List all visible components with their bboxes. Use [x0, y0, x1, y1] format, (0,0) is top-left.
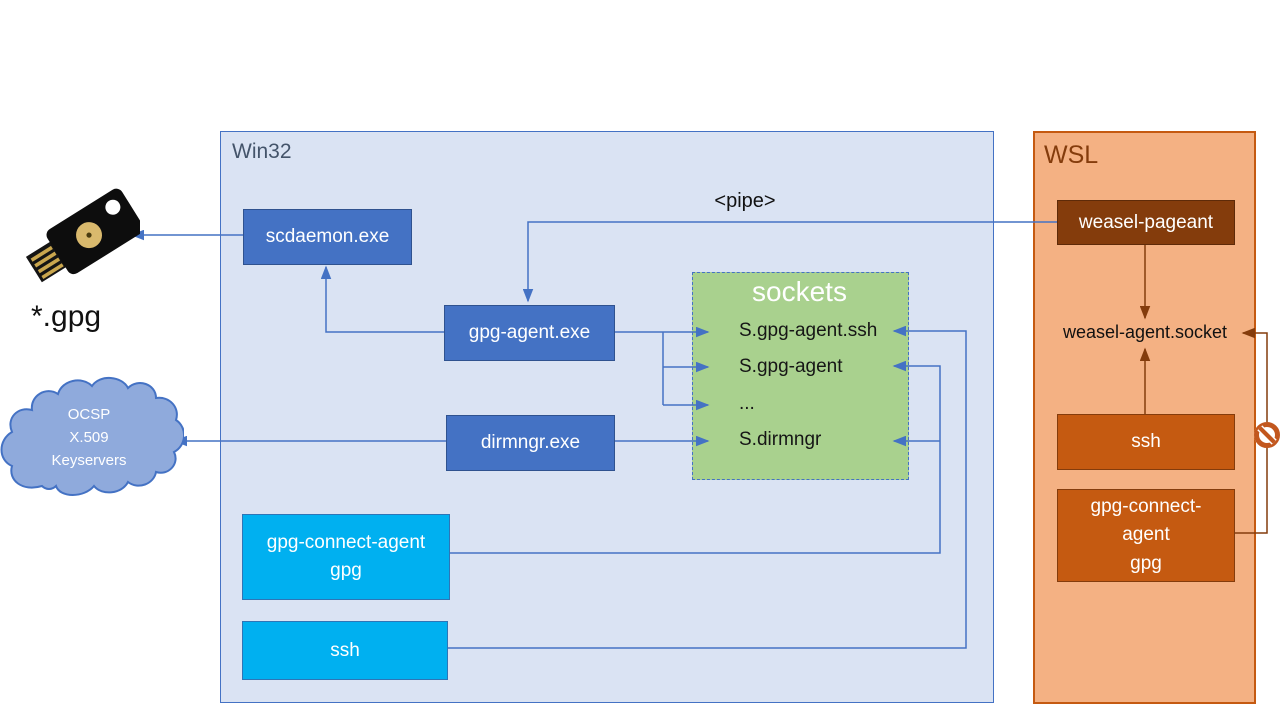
- gpg-agent-node: gpg-agent.exe: [444, 305, 615, 361]
- gpg-connect-agent-wsl-line2: agent: [1122, 524, 1170, 546]
- scdaemon-node: scdaemon.exe: [243, 209, 412, 265]
- gpg-connect-agent-wsl-node: gpg-connect- agent gpg: [1057, 489, 1235, 582]
- gpg-connect-agent-win32-node: gpg-connect-agent gpg: [242, 514, 450, 600]
- gpg-files-label: *.gpg: [31, 300, 102, 333]
- cloud-line-ocsp: OCSP: [67, 406, 111, 423]
- weasel-pageant-node: weasel-pageant: [1057, 200, 1235, 245]
- gpg-connect-agent-win32-line2: gpg: [330, 560, 362, 581]
- weasel-agent-socket-label: weasel-agent.socket: [1062, 322, 1228, 342]
- socket-gpg-agent-ssh: S.gpg-agent.ssh: [739, 320, 878, 341]
- ssh-wsl-node: ssh: [1057, 414, 1235, 470]
- socket-dirmngr: S.dirmngr: [739, 429, 822, 450]
- socket-ellipsis: ...: [739, 393, 755, 414]
- gpg-connect-agent-win32-line1: gpg-connect-agent: [266, 532, 426, 554]
- keyservers-cloud-icon: [0, 377, 184, 496]
- win32-label: Win32: [232, 140, 292, 163]
- cloud-line-keyservers: Keyservers: [51, 452, 127, 469]
- gpg-connect-agent-wsl-line3: gpg: [1130, 552, 1162, 574]
- sockets-title: sockets: [752, 276, 847, 307]
- yubikey-icon: [25, 188, 140, 283]
- wsl-label: WSL: [1044, 141, 1099, 169]
- pipe-label: <pipe>: [714, 190, 776, 212]
- gpg-connect-agent-wsl-line1: gpg-connect-: [1090, 495, 1202, 517]
- cloud-line-x509: X.509: [69, 429, 109, 446]
- ssh-win32-node: ssh: [242, 621, 448, 680]
- socket-gpg-agent: S.gpg-agent: [739, 356, 843, 377]
- dirmngr-node: dirmngr.exe: [446, 415, 615, 471]
- no-entry-icon: [1254, 422, 1280, 448]
